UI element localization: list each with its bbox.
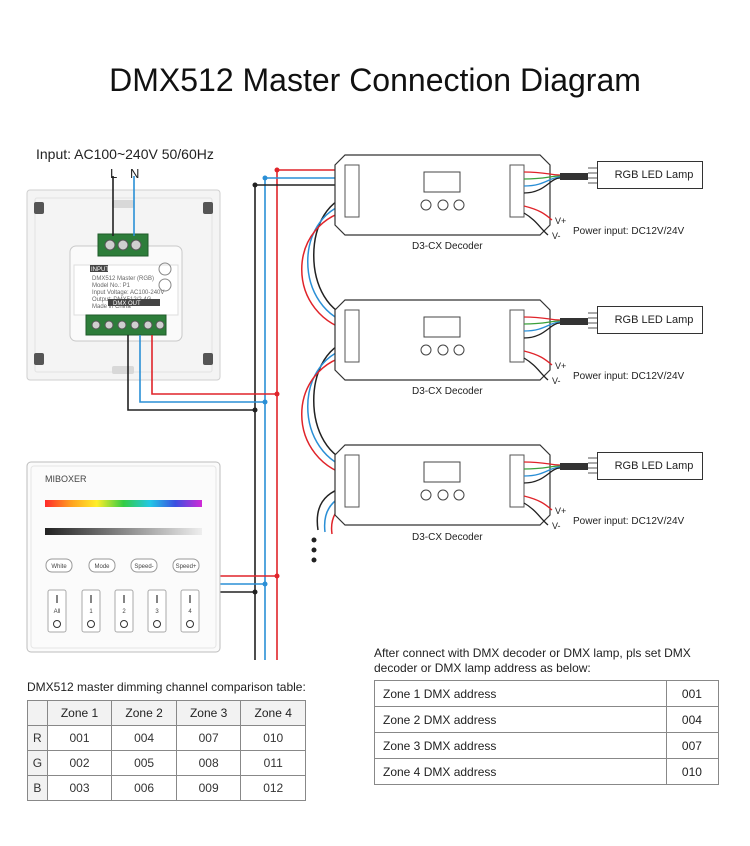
row-label-b: B [27,775,48,801]
svg-text:4: 4 [188,609,192,615]
power-input-label-2: Power input: DC12V/24V [573,371,685,382]
zone-key-3: 3 [147,589,167,633]
zone-address-label: Zone 3 DMX address [374,732,667,759]
table-cell: 004 [111,725,177,751]
decoder-1-outputs [523,167,597,236]
channel-table-caption: DMX512 master dimming channel comparison… [27,680,306,694]
zone-key-4: 4 [180,589,200,633]
power-input-label-3: Power input: DC12V/24V [573,516,685,527]
table-row: G 002 005 008 011 [27,750,306,776]
table-header-row: Zone 1 Zone 2 Zone 3 Zone 4 [27,700,306,726]
live-label: L [110,166,118,181]
svg-text:DMX512 Master (RGB): DMX512 Master (RGB) [92,276,154,282]
decoder-3 [334,444,551,526]
lamp-1-label: RGB LED Lamp [614,169,694,181]
svg-text:2: 2 [122,609,126,615]
svg-text:Input Voltage: AC100-240V: Input Voltage: AC100-240V [92,290,164,296]
lamp-3-label: RGB LED Lamp [614,460,694,472]
zone-key-all: All [47,589,67,633]
svg-text:Speed-: Speed- [134,564,153,570]
input-label: Input: AC100~240V 50/60Hz [36,146,214,162]
neutral-label: N [130,166,140,181]
zone-address-label: Zone 1 DMX address [374,680,667,707]
table-row: Zone 2 DMX address 004 [374,706,720,733]
master-panel-front: MIBOXER White Mode [26,461,221,653]
white-button: White [45,558,73,573]
zone-address-value: 004 [665,706,720,733]
rgb-led-lamp-1: RGB LED Lamp [597,161,703,189]
svg-text:White: White [51,564,67,570]
zone-key-1: 1 [81,589,101,633]
decoder-2-label: D3-CX Decoder [412,386,483,397]
row-label-g: G [27,750,48,776]
decoder-2 [334,299,551,381]
mode-button: Mode [88,558,116,573]
vminus-label-1: V- [552,231,561,241]
dmx-out-label: DMX OUT [113,301,141,307]
lamp-2-label: RGB LED Lamp [614,314,694,326]
table-header-zone-1: Zone 1 [46,700,113,726]
speed-minus-button: Speed- [130,558,158,573]
rgb-led-lamp-3: RGB LED Lamp [597,452,703,480]
vminus-label-3: V- [552,521,561,531]
table-cell: 009 [175,775,242,801]
table-header-zone-2: Zone 2 [111,700,177,726]
table-cell: 007 [175,725,242,751]
row-label-r: R [27,725,48,751]
svg-text:Mode: Mode [94,564,110,570]
zone-key-2: 2 [114,589,134,633]
zone-address-value: 010 [665,758,720,785]
table-header-zone-4: Zone 4 [240,700,306,726]
table-cell: 001 [46,725,113,751]
brand-logo: MIBOXER [45,474,87,484]
zone-address-label: Zone 4 DMX address [374,758,667,785]
decoder-3-label: D3-CX Decoder [412,532,483,543]
table-cell: 010 [240,725,306,751]
table-cell: 011 [240,750,306,776]
decoder-3-outputs [523,457,597,526]
table-cell: 002 [46,750,113,776]
zone-address-label: Zone 2 DMX address [374,706,667,733]
rgb-led-lamp-2: RGB LED Lamp [597,306,703,334]
power-input-label-1: Power input: DC12V/24V [573,226,685,237]
vplus-label-3: V+ [555,506,567,516]
master-panel-back: INPUT DMX512 Master (RGB) Model No.: P1 … [26,189,221,381]
svg-text:Made in China: Made in China [92,304,131,310]
page-title: DMX512 Master Connection Diagram [109,62,641,98]
table-row: R 001 004 007 010 [27,725,306,751]
table-row: Zone 3 DMX address 007 [374,732,720,759]
decoder-1 [334,154,551,236]
table-row: Zone 4 DMX address 010 [374,758,720,785]
decoder-2-outputs [523,312,597,381]
table-cell: 005 [111,750,177,776]
svg-text:1: 1 [89,609,93,615]
decoder-1-label: D3-CX Decoder [412,241,483,252]
table-header-corner [27,700,48,726]
svg-text:Speed+: Speed+ [176,564,197,570]
svg-text:3: 3 [155,609,159,615]
brightness-slider [45,528,202,535]
svg-text:Model No.: P1: Model No.: P1 [92,283,131,289]
table-cell: 012 [240,775,306,801]
svg-text:All: All [54,609,61,615]
table-row: Zone 1 DMX address 001 [374,680,720,707]
table-row: B 003 006 009 012 [27,775,306,801]
vplus-label-1: V+ [555,216,567,226]
address-table: Zone 1 DMX address 001 Zone 2 DMX addres… [374,680,720,785]
color-slider [45,500,202,507]
zone-address-value: 001 [665,680,720,707]
table-header-zone-3: Zone 3 [175,700,242,726]
table-cell: 008 [175,750,242,776]
channel-table: Zone 1 Zone 2 Zone 3 Zone 4 R 001 004 00… [27,700,306,801]
address-note: After connect with DMX decoder or DMX la… [374,646,691,675]
vminus-label-2: V- [552,376,561,386]
vplus-label-2: V+ [555,361,567,371]
table-cell: 003 [46,775,113,801]
input-tag: INPUT [91,267,109,273]
speed-plus-button: Speed+ [172,558,200,573]
zone-address-value: 007 [665,732,720,759]
table-cell: 006 [111,775,177,801]
